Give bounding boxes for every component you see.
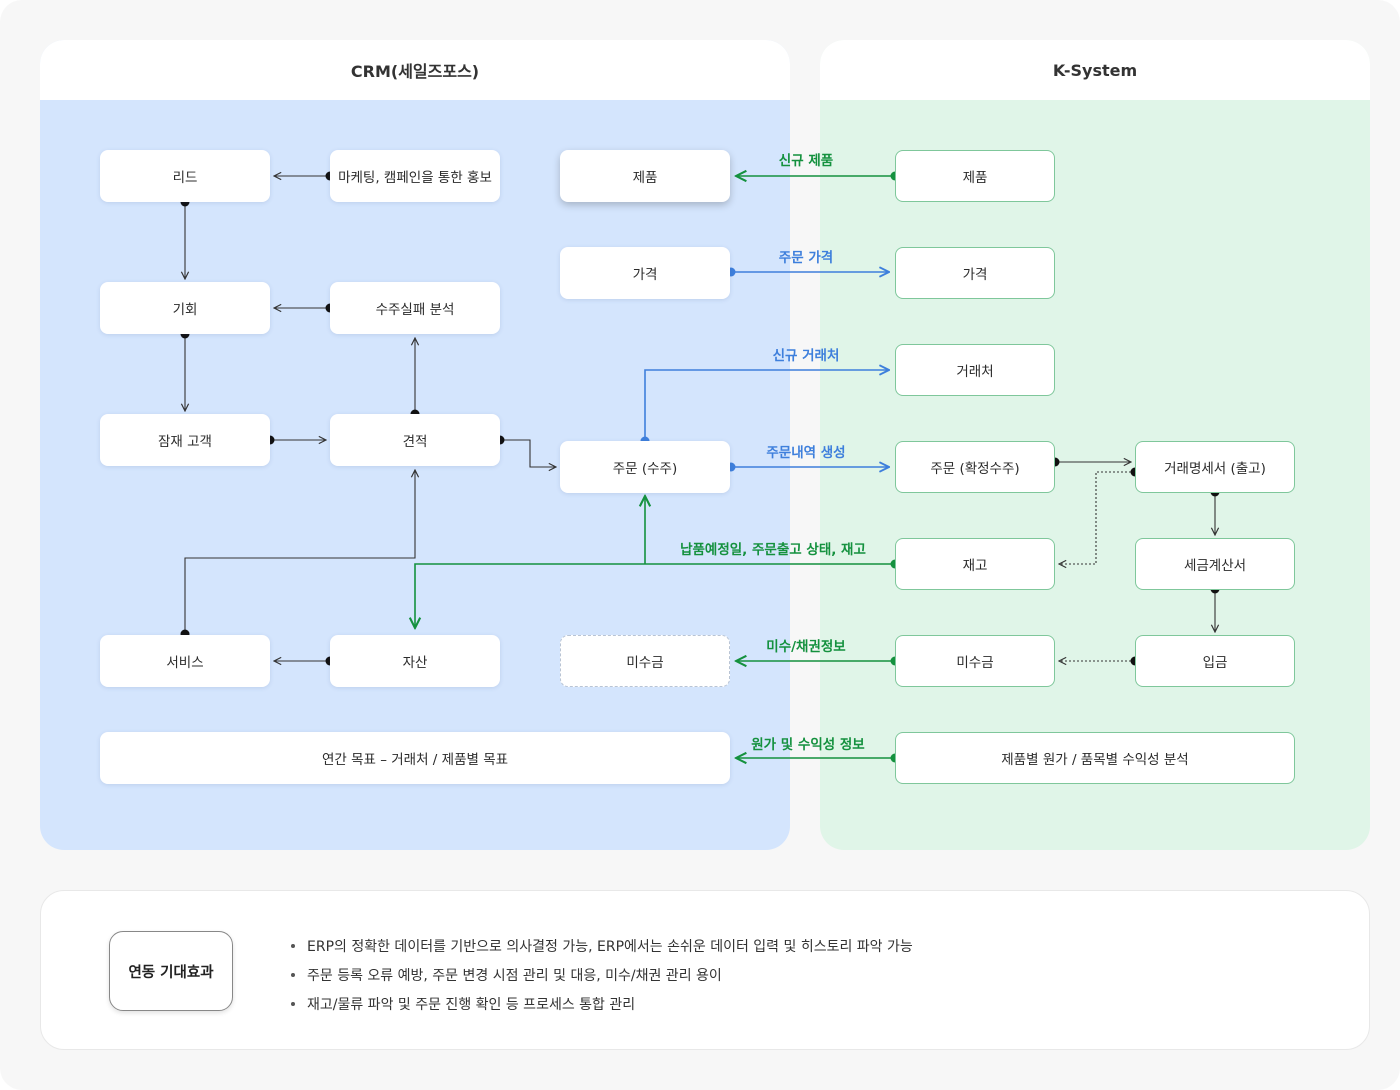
label-receivable-info: 미수/채권정보 [766,639,846,655]
node-cost-analysis: 제품별 원가 / 품목별 수익성 분석 [895,732,1295,784]
node-ks-inventory: 재고 [895,538,1055,590]
crm-panel-title: CRM(세일즈포스) [40,40,790,100]
benefit-item: 주문 등록 오류 예방, 주문 변경 시점 관리 및 대응, 미수/채권 관리 … [291,960,913,989]
benefit-item: 재고/물류 파악 및 주문 진행 확인 등 프로세스 통합 관리 [291,989,913,1018]
bullet-icon [291,943,295,948]
node-quote: 견적 [330,414,500,466]
node-statement: 거래명세서 (출고) [1135,441,1295,493]
benefit-text: ERP의 정확한 데이터를 기반으로 의사결정 가능, ERP에서는 손쉬운 데… [307,938,913,955]
node-tax-invoice: 세금계산서 [1135,538,1295,590]
ks-panel-title: K-System [820,40,1370,100]
node-prospect: 잠재 고객 [100,414,270,466]
bullet-icon [291,1001,295,1006]
benefit-text: 재고/물류 파악 및 주문 진행 확인 등 프로세스 통합 관리 [307,996,636,1013]
node-annual-goal: 연간 목표 – 거래처 / 제품별 목표 [100,732,730,784]
node-lost-analysis: 수주실패 분석 [330,282,500,334]
label-order-price: 주문 가격 [778,250,834,266]
node-ks-product: 제품 [895,150,1055,202]
node-crm-receivable: 미수금 [560,635,730,687]
benefits-card: 연동 기대효과 ERP의 정확한 데이터를 기반으로 의사결정 가능, ERP에… [40,890,1370,1050]
node-crm-product: 제품 [560,150,730,202]
node-opportunity: 기회 [100,282,270,334]
node-crm-price: 가격 [560,247,730,299]
node-deposit: 입금 [1135,635,1295,687]
node-ks-order: 주문 (확정수주) [895,441,1055,493]
node-ks-receivable: 미수금 [895,635,1055,687]
node-crm-order: 주문 (수주) [560,441,730,493]
edge-new-account [644,370,889,441]
edge-statement-to-inventory [1059,471,1135,564]
node-ks-price: 가격 [895,247,1055,299]
benefits-title: 연동 기대효과 [109,931,233,1011]
node-marketing: 마케팅, 캠페인을 통한 홍보 [330,150,500,202]
benefits-list: ERP의 정확한 데이터를 기반으로 의사결정 가능, ERP에서는 손쉬운 데… [291,931,913,1018]
label-delivery-status: 납품예정일, 주문출고 상태, 재고 [680,542,866,558]
node-lead: 리드 [100,150,270,202]
label-new-account: 신규 거래처 [772,348,840,364]
label-cost-info: 원가 및 수익성 정보 [751,737,865,753]
edge-delivery-status [415,563,895,628]
bullet-icon [291,972,295,977]
label-order-create: 주문내역 생성 [766,445,846,461]
node-asset: 자산 [330,635,500,687]
label-new-product: 신규 제품 [778,153,834,169]
edge-quote-to-order [500,439,556,467]
benefit-text: 주문 등록 오류 예방, 주문 변경 시점 관리 및 대응, 미수/채권 관리 … [307,967,722,984]
benefit-item: ERP의 정확한 데이터를 기반으로 의사결정 가능, ERP에서는 손쉬운 데… [291,931,913,960]
node-ks-account: 거래처 [895,344,1055,396]
node-service: 서비스 [100,635,270,687]
edge-service-to-quote [184,470,415,634]
